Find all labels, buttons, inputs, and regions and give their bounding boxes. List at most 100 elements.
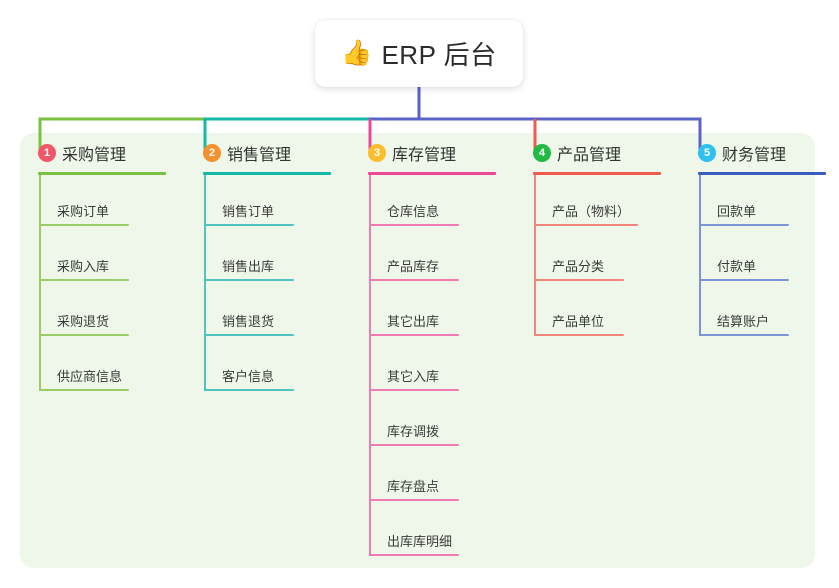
leaf-item-label: 采购退货: [57, 314, 110, 329]
column-badge-icon: 4: [533, 144, 551, 162]
leaf-item-label: 产品库存: [387, 259, 440, 274]
leaf-item[interactable]: 销售退货: [204, 285, 350, 340]
column-3: 3 库存管理仓库信息产品库存其它出库其它入库库存调拨库存盘点出库库明细: [350, 133, 515, 556]
root-node-card[interactable]: 👍 ERP 后台: [315, 20, 523, 87]
column-badge-icon: 3: [368, 144, 386, 162]
leaf-item-underline: [39, 224, 129, 226]
leaf-item-underline: [369, 334, 459, 336]
leaf-item-label: 仓库信息: [387, 204, 440, 219]
column-items: 产品（物料） 产品分类产品单位: [534, 175, 680, 340]
column-stem: [204, 175, 206, 391]
leaf-item[interactable]: 采购退货: [39, 285, 185, 340]
column-stem: [534, 175, 536, 336]
column-stem: [39, 175, 41, 391]
column-header-5[interactable]: 5 财务管理: [680, 133, 839, 173]
leaf-item-underline: [39, 279, 129, 281]
leaf-item[interactable]: 其它入库: [369, 340, 515, 395]
leaf-item-label: 出库库明细: [387, 534, 453, 549]
leaf-item-underline: [699, 279, 789, 281]
diagram-panel: [20, 133, 815, 568]
leaf-item[interactable]: 采购入库: [39, 230, 185, 285]
leaf-item[interactable]: 回款单: [699, 175, 839, 230]
leaf-item-label: 销售退货: [222, 314, 275, 329]
leaf-item-underline: [204, 224, 294, 226]
leaf-item-label: 库存调拨: [387, 424, 440, 439]
column-stem: [699, 175, 701, 336]
column-header-2[interactable]: 2 销售管理: [185, 133, 350, 173]
leaf-item[interactable]: 仓库信息: [369, 175, 515, 230]
column-header-3[interactable]: 3 库存管理: [350, 133, 515, 173]
leaf-item-label: 付款单: [717, 259, 757, 274]
column-5: 5 财务管理回款单付款单结算账户: [680, 133, 839, 336]
leaf-item-label: 产品单位: [552, 314, 605, 329]
leaf-item-label: 销售出库: [222, 259, 275, 274]
leaf-item-underline: [369, 444, 459, 446]
leaf-item[interactable]: 产品分类: [534, 230, 680, 285]
leaf-item-underline: [369, 499, 459, 501]
leaf-item-underline: [204, 389, 294, 391]
leaf-item-label: 采购入库: [57, 259, 110, 274]
leaf-item-label: 其它入库: [387, 369, 440, 384]
leaf-item[interactable]: 销售出库: [204, 230, 350, 285]
leaf-item-underline: [204, 334, 294, 336]
leaf-item[interactable]: 付款单: [699, 230, 839, 285]
leaf-item[interactable]: 产品（物料）: [534, 175, 680, 230]
leaf-item-underline: [534, 334, 624, 336]
leaf-item-underline: [369, 279, 459, 281]
leaf-item[interactable]: 客户信息: [204, 340, 350, 395]
column-title: 采购管理: [62, 147, 127, 164]
leaf-item[interactable]: 其它出库: [369, 285, 515, 340]
leaf-item-label: 产品（物料）: [552, 204, 631, 219]
leaf-item-label: 产品分类: [552, 259, 605, 274]
column-header-4[interactable]: 4 产品管理: [515, 133, 680, 173]
column-stem: [369, 175, 371, 556]
column-4: 4 产品管理产品（物料） 产品分类产品单位: [515, 133, 680, 336]
leaf-item[interactable]: 库存盘点: [369, 450, 515, 505]
column-items: 采购订单采购入库采购退货供应商信息: [39, 175, 185, 395]
leaf-item-label: 客户信息: [222, 369, 275, 384]
leaf-item[interactable]: 库存调拨: [369, 395, 515, 450]
leaf-item-underline: [204, 279, 294, 281]
leaf-item-label: 销售订单: [222, 204, 275, 219]
thumbs-up-icon: 👍: [341, 39, 373, 67]
column-container: 1 采购管理采购订单采购入库采购退货供应商信息 2 销售管理销售订单销售出库销售退货客…: [20, 133, 826, 568]
leaf-item-underline: [369, 224, 459, 226]
column-2: 2 销售管理销售订单销售出库销售退货客户信息: [185, 133, 350, 391]
column-title: 财务管理: [722, 147, 787, 164]
leaf-item-label: 结算账户: [717, 314, 770, 329]
leaf-item-label: 回款单: [717, 204, 757, 219]
leaf-item-underline: [699, 334, 789, 336]
column-underline: [368, 172, 496, 175]
leaf-item[interactable]: 产品单位: [534, 285, 680, 340]
leaf-item-underline: [534, 279, 624, 281]
leaf-item-label: 采购订单: [57, 204, 110, 219]
leaf-item[interactable]: 产品库存: [369, 230, 515, 285]
leaf-item[interactable]: 销售订单: [204, 175, 350, 230]
column-header-1[interactable]: 1 采购管理: [20, 133, 185, 173]
leaf-item-underline: [39, 334, 129, 336]
leaf-item-underline: [39, 389, 129, 391]
column-badge-icon: 5: [698, 144, 716, 162]
leaf-item-underline: [369, 389, 459, 391]
leaf-item[interactable]: 供应商信息: [39, 340, 185, 395]
column-badge-icon: 1: [38, 144, 56, 162]
column-items: 销售订单销售出库销售退货客户信息: [204, 175, 350, 395]
root-node-label: ERP 后台: [381, 40, 497, 70]
column-title: 销售管理: [227, 147, 292, 164]
column-badge-icon: 2: [203, 144, 221, 162]
leaf-item[interactable]: 结算账户: [699, 285, 839, 340]
column-underline: [533, 172, 661, 175]
leaf-item-label: 其它出库: [387, 314, 440, 329]
column-title: 产品管理: [557, 147, 622, 164]
leaf-item-label: 库存盘点: [387, 479, 440, 494]
column-items: 回款单付款单结算账户: [699, 175, 839, 340]
leaf-item-underline: [699, 224, 789, 226]
column-title: 库存管理: [392, 147, 457, 164]
leaf-item[interactable]: 采购订单: [39, 175, 185, 230]
column-underline: [38, 172, 166, 175]
leaf-item-underline: [369, 554, 459, 556]
leaf-item[interactable]: 出库库明细: [369, 505, 515, 560]
leaf-item-underline: [534, 224, 638, 226]
